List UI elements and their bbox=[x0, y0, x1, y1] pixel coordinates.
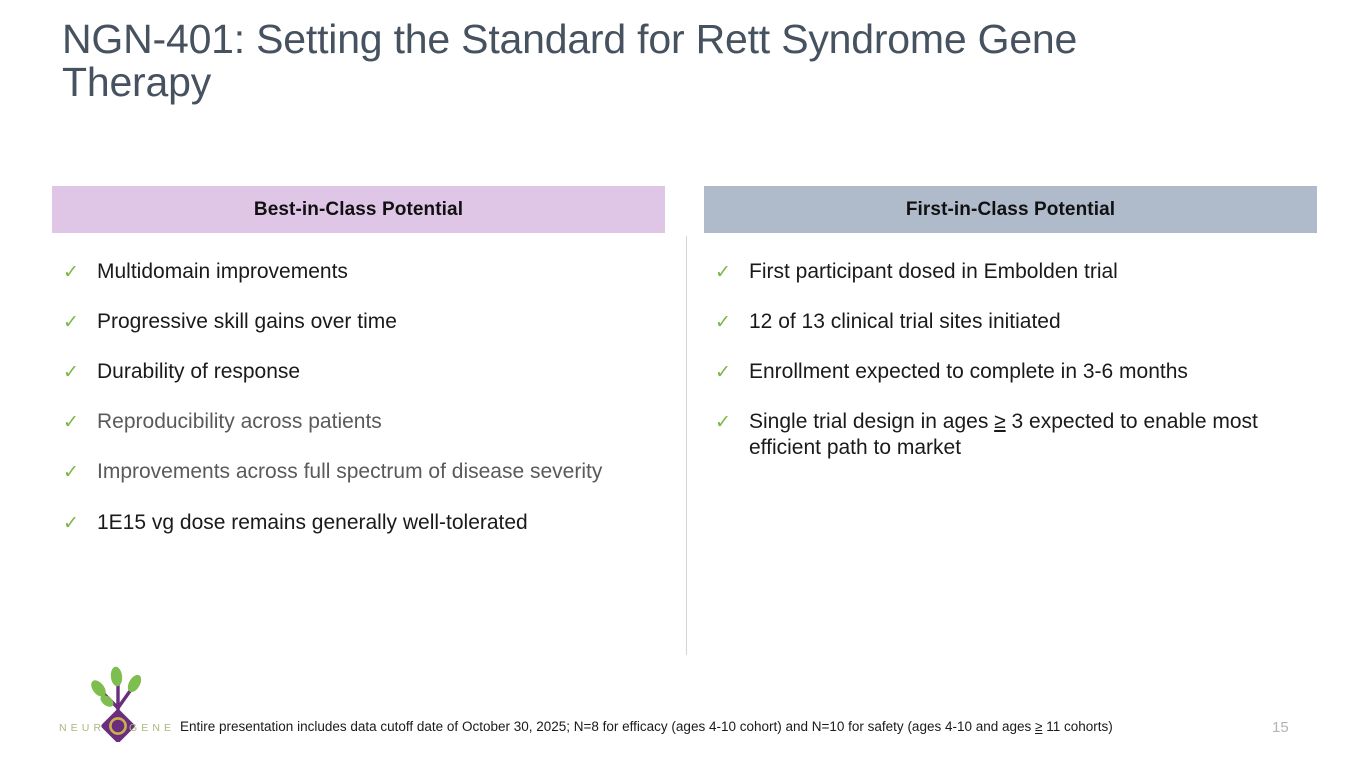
list-item-label: Multidomain improvements bbox=[97, 260, 348, 283]
check-icon: ✓ bbox=[63, 362, 79, 383]
column-divider bbox=[686, 236, 687, 655]
logo-wordmark-right: GENE bbox=[129, 722, 175, 734]
greater-or-equal-symbol: ≥ bbox=[1035, 719, 1043, 734]
column-header-label: Best-in-Class Potential bbox=[253, 198, 464, 220]
check-icon: ✓ bbox=[63, 312, 79, 333]
list-item: ✓ Durability of response bbox=[60, 358, 660, 387]
check-icon: ✓ bbox=[715, 362, 731, 383]
page-title: NGN-401: Setting the Standard for Rett S… bbox=[62, 16, 1078, 106]
list-item: ✓ Improvements across full spectrum of d… bbox=[60, 458, 660, 487]
footnote-text-after: 11 cohorts) bbox=[1042, 719, 1113, 734]
neurogene-logo: NEUR GENE bbox=[57, 664, 179, 742]
check-icon: ✓ bbox=[715, 262, 731, 283]
check-icon: ✓ bbox=[63, 513, 79, 534]
column-header-label: First-in-Class Potential bbox=[905, 198, 1116, 220]
list-item-label: Progressive skill gains over time bbox=[97, 310, 397, 333]
list-item: ✓ 12 of 13 clinical trial sites initiate… bbox=[712, 308, 1312, 337]
list-item: ✓ Enrollment expected to complete in 3-6… bbox=[712, 358, 1312, 387]
sprout-tree-icon: NEUR GENE bbox=[59, 666, 175, 742]
list-item-label: Durability of response bbox=[97, 360, 301, 383]
list-item: ✓ Multidomain improvements bbox=[60, 258, 660, 287]
list-item: ✓ 1E15 vg dose remains generally well-to… bbox=[60, 509, 660, 538]
check-icon: ✓ bbox=[63, 412, 79, 433]
check-icon: ✓ bbox=[63, 262, 79, 283]
bullet-list-best-in-class: ✓ Multidomain improvements ✓ Progressive… bbox=[60, 258, 660, 559]
footnote: Entire presentation includes data cutoff… bbox=[180, 718, 1260, 736]
list-item-label: Improvements across full spectrum of dis… bbox=[97, 460, 603, 483]
column-header-best-in-class: Best-in-Class Potential bbox=[52, 186, 665, 233]
column-header-first-in-class: First-in-Class Potential bbox=[704, 186, 1317, 233]
page-number: 15 bbox=[1272, 719, 1289, 736]
list-item: ✓ Progressive skill gains over time bbox=[60, 308, 660, 337]
list-item-label: First participant dosed in Embolden tria… bbox=[749, 260, 1118, 283]
list-item: ✓ First participant dosed in Embolden tr… bbox=[712, 258, 1312, 287]
greater-or-equal-symbol: ≥ bbox=[994, 410, 1006, 433]
list-item-label: Single trial design in ages ≥ 3 expected… bbox=[749, 408, 1312, 461]
check-icon: ✓ bbox=[715, 312, 731, 333]
check-icon: ✓ bbox=[63, 462, 79, 483]
check-icon: ✓ bbox=[715, 412, 731, 433]
logo-wordmark-left: NEUR bbox=[59, 722, 105, 734]
list-item-label: 12 of 13 clinical trial sites initiated bbox=[749, 310, 1061, 333]
footnote-text-before: Entire presentation includes data cutoff… bbox=[180, 719, 1036, 734]
list-item-label: 1E15 vg dose remains generally well-tole… bbox=[97, 511, 528, 534]
list-item-text-before: Single trial design in ages bbox=[749, 410, 995, 433]
bullet-list-first-in-class: ✓ First participant dosed in Embolden tr… bbox=[712, 258, 1312, 483]
list-item: ✓ Single trial design in ages ≥ 3 expect… bbox=[712, 408, 1312, 461]
list-item: ✓ Reproducibility across patients bbox=[60, 408, 660, 437]
list-item-text-after: 3 expected to enable most efficient path… bbox=[749, 410, 1258, 459]
list-item-label: Reproducibility across patients bbox=[97, 410, 382, 433]
list-item-label: Enrollment expected to complete in 3-6 m… bbox=[749, 360, 1188, 383]
